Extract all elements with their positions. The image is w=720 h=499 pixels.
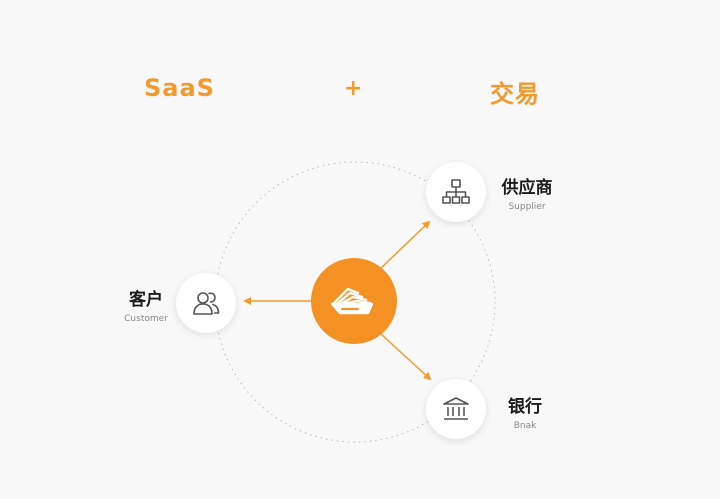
org-chart-icon — [442, 179, 470, 204]
arrow-to-bank — [380, 333, 432, 381]
cards-fan-icon — [330, 287, 374, 315]
headline-saas: SaaS — [144, 74, 215, 102]
orbit-ring — [214, 161, 496, 443]
bank-title: 银行 — [508, 397, 542, 417]
bank-icon — [443, 397, 469, 420]
arrow-to-supplier — [380, 220, 431, 269]
bank-node — [426, 379, 486, 439]
bank-label: 银行 Bnak — [500, 397, 550, 432]
customer-title: 客户 — [129, 290, 163, 310]
users-icon — [193, 292, 220, 315]
customer-subtitle: Customer — [124, 314, 168, 324]
headline-plus: + — [344, 76, 364, 101]
bank-subtitle: Bnak — [513, 421, 537, 431]
hub-node — [311, 258, 397, 344]
supplier-label: 供应商 Supplier — [496, 178, 558, 213]
customer-node — [176, 273, 236, 333]
customer-label: 客户 Customer — [116, 290, 176, 325]
supplier-title: 供应商 — [501, 178, 553, 198]
supplier-node — [426, 162, 486, 222]
supplier-subtitle: Supplier — [508, 202, 546, 212]
headline-trade: 交易 — [490, 80, 540, 108]
